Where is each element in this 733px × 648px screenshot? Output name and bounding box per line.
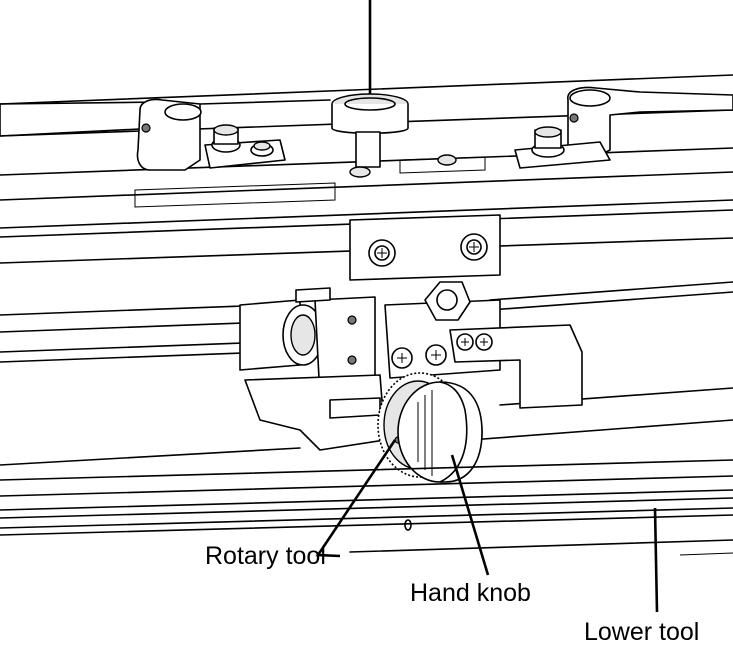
lower-tool-leader: [653, 507, 659, 613]
left-clamp-arm: [136, 98, 331, 171]
center-post: [331, 93, 457, 178]
screw-icon: [456, 333, 474, 351]
screw-icon: [475, 333, 493, 351]
hex-nut-icon: [424, 281, 471, 321]
bolt-icon: [250, 141, 274, 157]
right-clamp-arm: [514, 86, 733, 169]
rotary-tool-leader: [315, 439, 397, 558]
lower-tool: [0, 459, 733, 556]
hand-knob-leader: [450, 454, 490, 576]
screw-icon: [391, 347, 413, 369]
rotary-tool-label: Rotary tool: [205, 542, 326, 570]
bolt-icon: [211, 124, 241, 153]
hand-knob-label: Hand knob: [410, 579, 531, 607]
tool-holder: [244, 281, 583, 451]
screw-icon: [460, 233, 488, 261]
screw-icon: [425, 344, 447, 366]
carriage-block: [349, 214, 501, 281]
lower-tool-label: Lower tool: [584, 618, 700, 646]
guide-rail: [0, 281, 733, 466]
screw-icon: [368, 239, 396, 267]
bolt-icon: [531, 126, 565, 158]
hand-knob: [397, 381, 483, 483]
